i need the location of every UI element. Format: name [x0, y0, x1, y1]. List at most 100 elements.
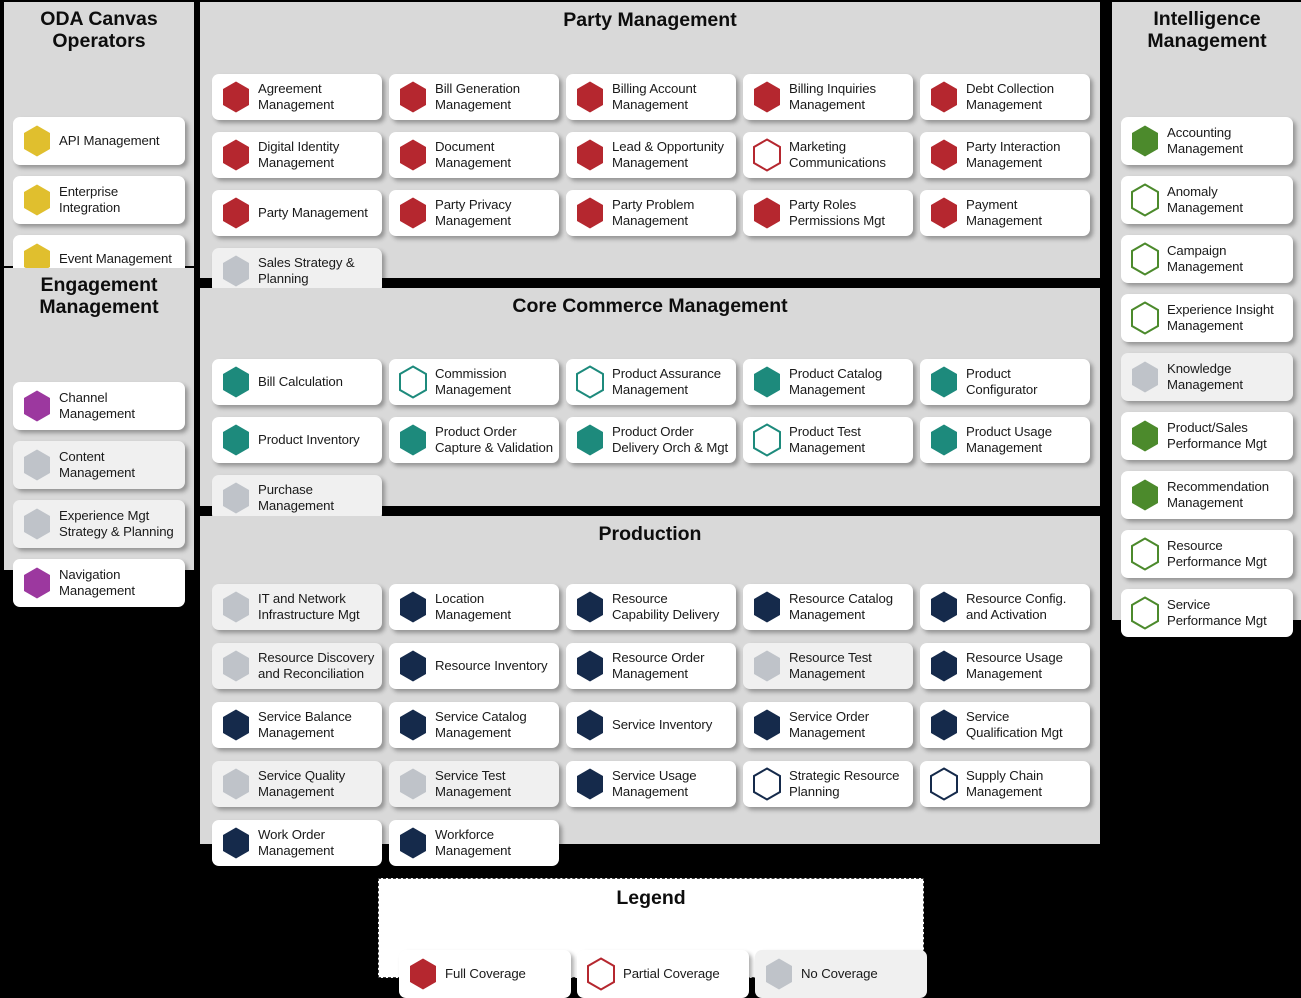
capability-card[interactable]: API Management [13, 116, 185, 165]
capability-card[interactable]: Experience Insight Management [1121, 293, 1293, 342]
capability-card[interactable]: Product/Sales Performance Mgt [1121, 411, 1293, 460]
hexagon-full-icon [221, 423, 251, 457]
capability-card[interactable]: Campaign Management [1121, 234, 1293, 283]
panel-title-party: Party Management [563, 9, 737, 31]
capability-card[interactable]: Digital Identity Management [212, 131, 382, 178]
capability-card[interactable]: Service Inventory [566, 701, 736, 748]
legend-item-label: No Coverage [801, 966, 878, 982]
capability-card[interactable]: Product Order Capture & Validation [389, 416, 559, 463]
capability-card[interactable]: Payment Management [920, 189, 1090, 236]
hexagon-partial-icon [586, 957, 616, 991]
capability-card[interactable]: Service Order Management [743, 701, 913, 748]
capability-card[interactable]: Resource Catalog Management [743, 583, 913, 630]
capability-card[interactable]: Service Usage Management [566, 760, 736, 807]
capability-card[interactable]: Billing Account Management [566, 73, 736, 120]
capability-card[interactable]: Service Quality Management [212, 760, 382, 807]
capability-card[interactable]: Bill Generation Management [389, 73, 559, 120]
legend-item[interactable]: Partial Coverage [577, 949, 749, 998]
capability-card[interactable]: Document Management [389, 131, 559, 178]
capability-card[interactable]: Service Test Management [389, 760, 559, 807]
capability-card[interactable]: IT and Network Infrastructure Mgt [212, 583, 382, 630]
capability-card[interactable]: Debt Collection Management [920, 73, 1090, 120]
capability-card[interactable]: Resource Discovery and Reconciliation [212, 642, 382, 689]
capability-card[interactable]: Party Problem Management [566, 189, 736, 236]
capability-card-label: Navigation Management [59, 567, 135, 598]
hexagon-full-icon [398, 649, 428, 683]
capability-card[interactable]: Product Test Management [743, 416, 913, 463]
capability-card[interactable]: Resource Order Management [566, 642, 736, 689]
capability-card[interactable]: Navigation Management [13, 558, 185, 607]
capability-card-label: Service Catalog Management [435, 709, 527, 740]
capability-card-label: Sales Strategy & Planning [258, 255, 355, 286]
capability-card-label: API Management [59, 132, 160, 148]
legend-item[interactable]: Full Coverage [399, 949, 571, 998]
capability-card[interactable]: Workforce Management [389, 819, 559, 866]
capability-card[interactable]: Strategic Resource Planning [743, 760, 913, 807]
capability-card[interactable]: Bill Calculation [212, 358, 382, 405]
capability-card-label: Campaign Management [1167, 243, 1243, 274]
hexagon-full-icon [1130, 124, 1160, 158]
capability-card-label: Content Management [59, 449, 135, 480]
capability-card[interactable]: Location Management [389, 583, 559, 630]
capability-card[interactable]: Content Management [13, 440, 185, 489]
panel-title-oda: ODA Canvas Operators [40, 8, 158, 52]
capability-card[interactable]: Product Inventory [212, 416, 382, 463]
capability-card-label: Service Test Management [435, 768, 511, 799]
hexagon-full-icon [398, 423, 428, 457]
capability-card[interactable]: Party Privacy Management [389, 189, 559, 236]
hexagon-partial-icon [752, 423, 782, 457]
capability-card[interactable]: Party Management [212, 189, 382, 236]
capability-card-label: Party Privacy Management [435, 197, 512, 228]
capability-card[interactable]: Supply Chain Management [920, 760, 1090, 807]
capability-card[interactable]: Service Qualification Mgt [920, 701, 1090, 748]
hexagon-full-icon [221, 80, 251, 114]
hexagon-full-icon [221, 138, 251, 172]
capability-card[interactable]: Party Interaction Management [920, 131, 1090, 178]
capability-card-label: Product Catalog Management [789, 366, 883, 397]
capability-card-label: Marketing Communications [789, 139, 886, 170]
capability-card[interactable]: Resource Capability Delivery [566, 583, 736, 630]
hexagon-full-icon [575, 423, 605, 457]
hexagon-full-icon [398, 196, 428, 230]
capability-card[interactable]: Accounting Management [1121, 116, 1293, 165]
capability-card[interactable]: Channel Management [13, 381, 185, 430]
capability-card-label: Location Management [435, 591, 511, 622]
capability-card[interactable]: Resource Config. and Activation [920, 583, 1090, 630]
capability-card[interactable]: Product Configurator [920, 358, 1090, 405]
capability-card[interactable]: Service Performance Mgt [1121, 588, 1293, 637]
capability-card[interactable]: Resource Test Management [743, 642, 913, 689]
capability-card[interactable]: Resource Usage Management [920, 642, 1090, 689]
capability-card[interactable]: Product Usage Management [920, 416, 1090, 463]
capability-card[interactable]: Service Catalog Management [389, 701, 559, 748]
capability-card[interactable]: Lead & Opportunity Management [566, 131, 736, 178]
hexagon-partial-icon [1130, 537, 1160, 571]
hexagon-partial-icon [1130, 242, 1160, 276]
capability-card[interactable]: Party Roles Permissions Mgt [743, 189, 913, 236]
hexagon-full-icon [22, 242, 52, 276]
capability-card[interactable]: Service Balance Management [212, 701, 382, 748]
hexagon-full-icon [752, 590, 782, 624]
capability-card-label: Purchase Management [258, 482, 334, 513]
capability-card[interactable]: Anomaly Management [1121, 175, 1293, 224]
hexagon-none-icon [221, 649, 251, 683]
capability-card[interactable]: Resource Inventory [389, 642, 559, 689]
capability-card[interactable]: Recommendation Management [1121, 470, 1293, 519]
capability-card[interactable]: Product Catalog Management [743, 358, 913, 405]
hexagon-full-icon [752, 80, 782, 114]
legend-item[interactable]: No Coverage [755, 949, 927, 998]
capability-card[interactable]: Purchase Management [212, 474, 382, 521]
capability-card[interactable]: Experience Mgt Strategy & Planning [13, 499, 185, 548]
capability-card[interactable]: Commission Management [389, 358, 559, 405]
capability-card[interactable]: Product Order Delivery Orch & Mgt [566, 416, 736, 463]
capability-card[interactable]: Resource Performance Mgt [1121, 529, 1293, 578]
panel-title-production: Production [598, 523, 702, 545]
capability-card[interactable]: Work Order Management [212, 819, 382, 866]
capability-card[interactable]: Sales Strategy & Planning [212, 247, 382, 294]
capability-card-label: Service Quality Management [258, 768, 346, 799]
capability-card[interactable]: Marketing Communications [743, 131, 913, 178]
capability-card[interactable]: Product Assurance Management [566, 358, 736, 405]
capability-card[interactable]: Agreement Management [212, 73, 382, 120]
capability-card[interactable]: Billing Inquiries Management [743, 73, 913, 120]
capability-card[interactable]: Enterprise Integration [13, 175, 185, 224]
capability-card[interactable]: Knowledge Management [1121, 352, 1293, 401]
